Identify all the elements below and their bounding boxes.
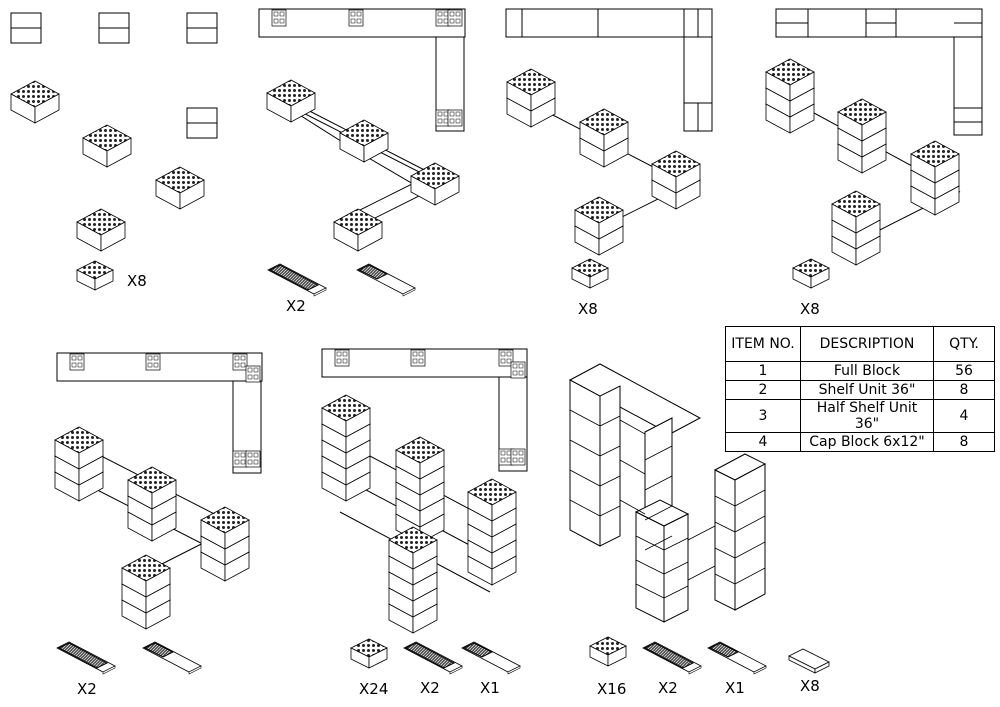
qty-s2-shelf: X2 (286, 297, 306, 315)
step-1 (10, 12, 218, 291)
bom-item-no: 3 (725, 399, 801, 433)
bom-header-description: DESCRIPTION (800, 326, 934, 362)
table-row: 1 Full Block 56 (725, 361, 995, 381)
step-4 (765, 8, 983, 289)
bom-item-no: 4 (725, 432, 801, 452)
bom-header-item: ITEM NO. (725, 326, 801, 362)
qty-s6-shelf: X2 (420, 679, 440, 697)
bom-description: Shelf Unit 36" (800, 380, 934, 400)
table-row: 2 Shelf Unit 36" 8 (725, 380, 995, 400)
bom-description: Half Shelf Unit 36" (800, 399, 934, 433)
qty-s7-shelf: X2 (658, 679, 678, 697)
qty-s4-block: X8 (800, 300, 820, 318)
qty-s5-shelf: X2 (77, 680, 97, 698)
bom-qty: 4 (933, 399, 995, 433)
bill-of-materials-table: ITEM NO. DESCRIPTION QTY. 1 Full Block 5… (725, 326, 995, 452)
qty-s7-cap: X8 (800, 677, 820, 695)
qty-s7-block: X16 (597, 680, 627, 698)
bom-description: Cap Block 6x12" (800, 432, 934, 452)
qty-s3-block: X8 (578, 300, 598, 318)
table-row: 3 Half Shelf Unit 36" 4 (725, 399, 995, 433)
bom-item-no: 1 (725, 361, 801, 381)
qty-s6-block: X24 (359, 680, 389, 698)
bom-header-row: ITEM NO. DESCRIPTION QTY. (725, 326, 995, 362)
bom-description: Full Block (800, 361, 934, 381)
table-row: 4 Cap Block 6x12" 8 (725, 432, 995, 452)
step-6 (321, 348, 528, 675)
step-3 (505, 8, 713, 289)
bom-qty: 8 (933, 380, 995, 400)
step-7 (568, 363, 830, 675)
bom-item-no: 2 (725, 380, 801, 400)
qty-s6-half: X1 (480, 679, 500, 697)
bom-qty: 8 (933, 432, 995, 452)
step-5 (54, 352, 263, 675)
qty-s7-half: X1 (725, 679, 745, 697)
bom-qty: 56 (933, 361, 995, 381)
step-2 (258, 8, 466, 297)
qty-s1-block: X8 (127, 272, 147, 290)
bom-header-qty: QTY. (933, 326, 995, 362)
